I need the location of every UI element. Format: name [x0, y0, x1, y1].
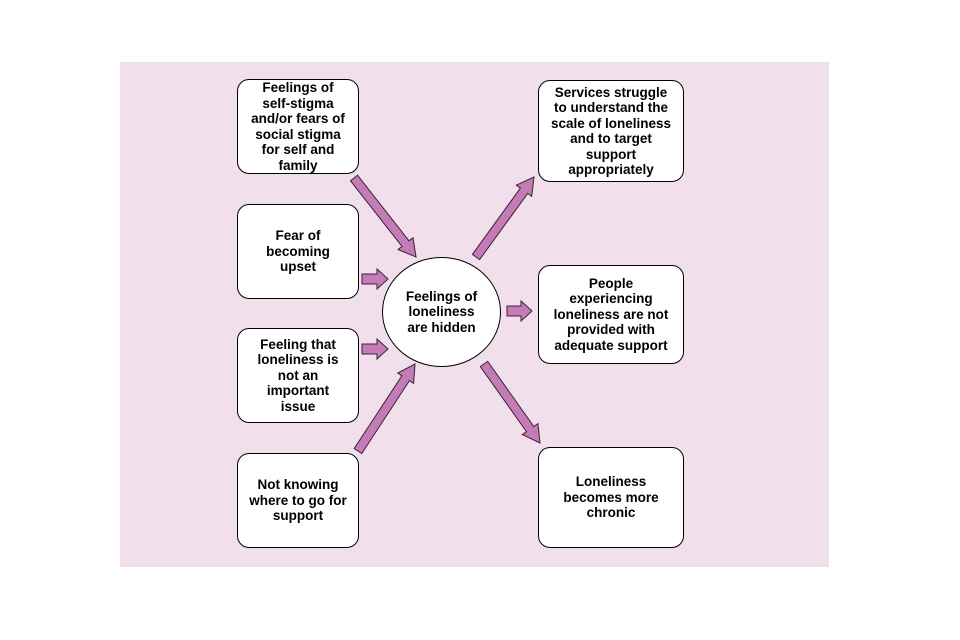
center-line: Feelings of: [405, 288, 478, 304]
cause-line: support: [272, 508, 324, 524]
cause-box-self-stigma: Feelings of self-stigma and/or fears of …: [237, 79, 359, 174]
arrow-self-stigma-to-center: [349, 174, 417, 258]
effect-line: provided with: [567, 322, 655, 338]
effect-line: Loneliness: [575, 474, 647, 490]
effect-line: loneliness are not: [553, 306, 669, 322]
effect-line: Services struggle: [554, 84, 668, 100]
effect-line: chronic: [586, 505, 636, 521]
loneliness-diagram: Feelings of self-stigma and/or fears of …: [120, 62, 829, 567]
effect-line: to understand the: [554, 100, 668, 115]
center-circle: Feelings of loneliness are hidden: [382, 257, 501, 367]
effect-line: People: [588, 275, 634, 291]
arrows-layer: [349, 174, 541, 455]
cause-line: Not knowing: [257, 477, 339, 493]
cause-box-not-knowing: Not knowing where to go for support: [237, 453, 359, 548]
cause-line: becoming: [266, 243, 330, 259]
arrow-not-knowing-to-center: [353, 363, 416, 455]
cause-box-not-important: Feeling that loneliness is not an import…: [237, 328, 359, 423]
cause-line: self-stigma: [262, 95, 334, 111]
cause-line: family: [278, 157, 318, 173]
arrow-center-to-services: [471, 176, 535, 261]
cause-line: upset: [279, 259, 316, 275]
arrow-fear-upset-to-center: [361, 267, 389, 291]
cause-line: and/or fears of: [251, 111, 345, 126]
effect-box-chronic: Loneliness becomes more chronic: [538, 447, 684, 548]
cause-box-fear-upset: Fear of becoming upset: [237, 204, 359, 299]
arrow-not-important-to-center: [361, 337, 389, 361]
cause-line: not an: [277, 367, 319, 383]
center-line: loneliness: [408, 304, 475, 320]
cause-line: Feeling that: [260, 336, 336, 352]
effect-box-services-struggle: Services struggle to understand the scal…: [538, 80, 684, 182]
effect-line: appropriately: [568, 162, 654, 177]
cause-line: Feelings of: [262, 80, 334, 95]
cause-line: important: [266, 383, 330, 399]
effect-line: adequate support: [554, 337, 668, 353]
effect-line: experiencing: [569, 291, 653, 307]
cause-line: Fear of: [275, 228, 321, 244]
effect-line: and to target: [570, 131, 652, 146]
arrow-center-to-not-supported: [506, 299, 533, 323]
center-line: are hidden: [407, 319, 476, 335]
cause-line: for self and: [261, 142, 335, 157]
effect-line: becomes more: [563, 489, 659, 505]
effect-box-not-supported: People experiencing loneliness are not p…: [538, 265, 684, 364]
cause-line: issue: [280, 398, 316, 414]
cause-line: social stigma: [255, 126, 341, 142]
cause-line: loneliness is: [257, 352, 339, 368]
effect-line: support: [585, 146, 637, 162]
effect-line: scale of loneliness: [550, 115, 672, 131]
cause-line: where to go for: [249, 492, 347, 508]
arrow-center-to-chronic: [479, 360, 541, 444]
